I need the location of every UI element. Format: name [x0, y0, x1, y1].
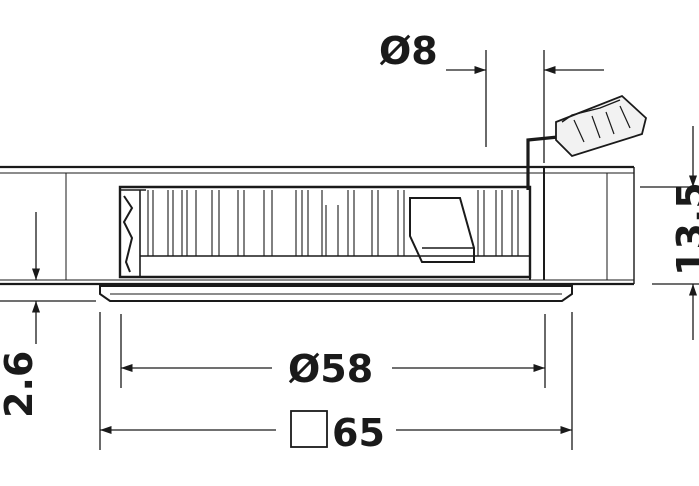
dimension-rim-thickness: 2.6: [0, 212, 96, 418]
dimension-hole-diameter: Ø8: [379, 29, 604, 163]
dimension-height: 13.5: [640, 126, 699, 340]
trim-flange: [99, 285, 573, 302]
dimension-inner-diameter: Ø58: [120, 314, 546, 391]
luminaire-body: [118, 167, 545, 280]
connector-block: [555, 94, 648, 158]
outer-square-label: 65: [332, 411, 385, 455]
rim-thickness-label: 2.6: [0, 351, 41, 418]
hole-diameter-label: Ø8: [379, 29, 438, 73]
ceiling-panel: [0, 165, 635, 286]
dimension-outer-square: 65: [99, 312, 573, 455]
inner-diameter-label: Ø58: [288, 347, 373, 391]
cooling-fins: [147, 190, 519, 256]
connector-cable: [526, 94, 648, 190]
square-symbol: [290, 410, 328, 448]
height-label: 13.5: [669, 182, 699, 276]
